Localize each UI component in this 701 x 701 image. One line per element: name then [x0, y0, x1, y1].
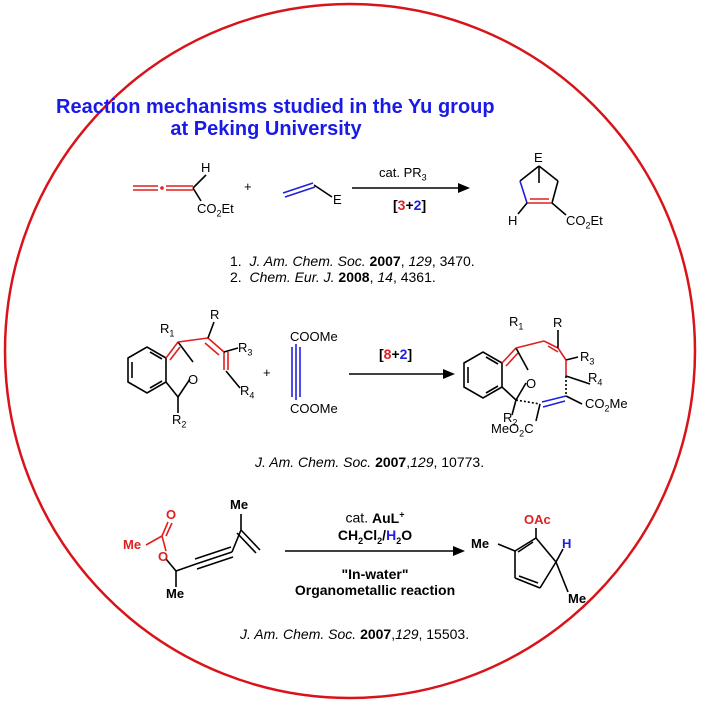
- reaction3-ester: [145, 521, 197, 587]
- r2-product-o: O: [526, 376, 537, 391]
- r2-ref: J. Am. Chem. Soc. 2007,129, 10773.: [255, 454, 485, 470]
- r2-r1: R1: [160, 321, 175, 339]
- r1-catalyst: cat. PR3: [379, 165, 427, 183]
- r2-o: O: [188, 372, 199, 387]
- r3-cond-organometallic: Organometallic reaction: [294, 582, 456, 598]
- r3-cond-inwater: "In-water": [341, 566, 409, 582]
- r2-plus: +: [263, 365, 271, 380]
- title-line1: Reaction mechanisms studied in the Yu gr…: [56, 96, 495, 118]
- r3-ref: J. Am. Chem. Soc. 2007,129, 15503.: [240, 626, 470, 642]
- r2-alkyne-bottom: COOMe: [290, 401, 338, 416]
- reaction3-arrowhead: [453, 546, 465, 556]
- reaction2-product: [463, 330, 591, 422]
- r1-ref1: 1. J. Am. Chem. Soc. 2007, 129, 3470.: [230, 253, 475, 269]
- r3-product-me-left: Me: [471, 536, 490, 551]
- r1-product-h: H: [508, 213, 518, 228]
- r1-product-ester: CO2Et: [566, 213, 603, 231]
- r2-product-r4: R4: [588, 370, 603, 388]
- r2-product-r1: R1: [509, 314, 524, 332]
- r3-cond-catalyst: cat. AuL+: [345, 509, 405, 526]
- r3-me-top: Me: [230, 497, 249, 512]
- reaction3-product: [497, 528, 569, 593]
- r3-me-acyl: Me: [123, 537, 142, 552]
- r3-product-oac: OAc: [524, 512, 551, 527]
- title-line2: at Peking University: [170, 118, 362, 140]
- r1-mode: [3+2]: [393, 197, 427, 213]
- frame-circle: [3, 2, 697, 700]
- r2-mode: [8+2]: [379, 346, 413, 362]
- r1-e: E: [333, 192, 342, 207]
- r2-product-ester-right: CO2Me: [585, 396, 628, 414]
- reaction1-allenoate: [133, 174, 207, 202]
- reaction2-alkyne: [291, 344, 301, 400]
- r2-alkyne-top: COOMe: [290, 329, 338, 344]
- r3-product-h: H: [562, 536, 572, 551]
- r3-product-me-right: Me: [568, 591, 587, 606]
- r1-h: H: [201, 160, 211, 175]
- r3-me-bottom: Me: [166, 586, 185, 601]
- r1-plus: +: [244, 179, 252, 194]
- r2-r4: R4: [240, 383, 255, 401]
- reaction1-arrowhead: [458, 183, 470, 193]
- r3-o-ester: O: [158, 549, 169, 564]
- r3-o-carbonyl: O: [166, 507, 177, 522]
- r2-product-ester-left: MeO2C: [491, 421, 534, 439]
- reaction2-isobenzofuran: [127, 321, 241, 413]
- reaction1-product-ring: [517, 165, 567, 216]
- reaction2-arrowhead: [443, 369, 455, 379]
- r2-r3: R3: [238, 340, 253, 358]
- r3-cond-solvent: CH2Cl2/H2O: [337, 527, 413, 546]
- r1-ref2: 2. Chem. Eur. J. 2008, 14, 4361.: [230, 269, 436, 285]
- r2-product-r2: R2: [503, 410, 518, 428]
- reaction3-enyne: [194, 514, 261, 570]
- r2-r: R: [210, 307, 220, 322]
- r2-product-r: R: [553, 315, 563, 330]
- r2-product-r3: R3: [580, 349, 595, 367]
- r2-r2: R2: [172, 412, 187, 430]
- r1-ester: CO2Et: [197, 201, 234, 219]
- reaction1-alkene: [282, 182, 333, 198]
- r1-product-e: E: [534, 150, 543, 165]
